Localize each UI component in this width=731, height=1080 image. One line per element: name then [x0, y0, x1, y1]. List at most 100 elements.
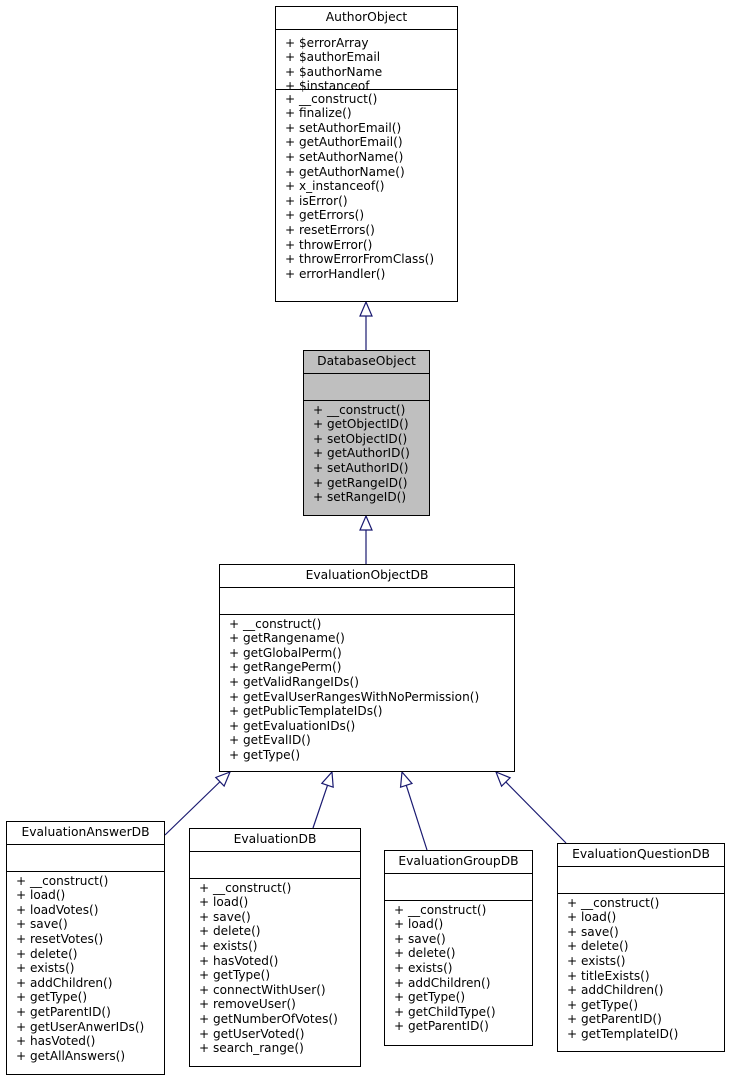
method: + getType() [16, 990, 88, 1005]
class-author-object[interactable]: AuthorObject + $errorArray + $authorEmai… [275, 6, 458, 302]
methods-section: + __construct() + load() + save() + dele… [558, 892, 724, 1046]
method: + setAuthorEmail() [285, 120, 402, 135]
method: + getEvaluationIDs() [229, 718, 356, 733]
method: + errorHandler() [285, 266, 386, 281]
class-evaluation-db[interactable]: EvaluationDB + __construct() + load() + … [189, 828, 361, 1067]
inheritance-arrowhead-icon [359, 300, 373, 317]
attribute: + $authorName [285, 64, 383, 79]
class-database-object[interactable]: DatabaseObject + __construct() + getObje… [303, 350, 430, 516]
method: + getRangename() [229, 631, 345, 646]
class-name: EvaluationDB [233, 832, 317, 846]
method: + exists() [199, 938, 258, 953]
method: + __construct() [394, 902, 487, 917]
methods-section: + __construct() + load() + loadVotes() +… [7, 870, 164, 1068]
method: + load() [16, 888, 66, 903]
method: + exists() [16, 961, 75, 976]
method: + getPublicTemplateIDs() [229, 704, 383, 719]
method: + save() [199, 909, 251, 924]
method: + resetErrors() [285, 222, 375, 237]
method: + getEvalID() [229, 733, 311, 748]
attributes-section [385, 872, 532, 900]
method: + getParentID() [567, 1012, 662, 1027]
inheritance-arrowhead-icon [494, 770, 512, 788]
method: + __construct() [199, 880, 292, 895]
method: + save() [394, 931, 446, 946]
methods-section: + __construct() + getObjectID() + setObj… [304, 399, 429, 509]
attribute: + $instanceof [285, 79, 370, 94]
method: + getGlobalPerm() [229, 645, 342, 660]
attributes-section [304, 372, 429, 400]
method: + getValidRangeIDs() [229, 674, 359, 689]
method: + getChildType() [394, 1004, 496, 1019]
class-evaluation-group-db[interactable]: EvaluationGroupDB + __construct() + load… [384, 850, 533, 1046]
method: + exists() [567, 953, 626, 968]
method: + getUserAnwerIDs() [16, 1019, 145, 1034]
method: + load() [394, 917, 444, 932]
method: + getErrors() [285, 208, 365, 223]
method: + getAuthorID() [313, 446, 410, 461]
method: + resetVotes() [16, 931, 104, 946]
method: + setRangeID() [313, 490, 407, 505]
class-name: EvaluationGroupDB [398, 854, 519, 868]
class-name: EvaluationQuestionDB [572, 847, 710, 861]
method: + delete() [199, 924, 261, 939]
method: + addChildren() [567, 983, 664, 998]
method: + getObjectID() [313, 417, 409, 432]
class-name: EvaluationObjectDB [305, 568, 429, 582]
inheritance-arrowhead-icon [359, 514, 373, 531]
method: + getNumberOfVotes() [199, 1011, 338, 1026]
method: + finalize() [285, 106, 352, 121]
attributes-section [190, 850, 360, 878]
method: + __construct() [16, 873, 109, 888]
method: + __construct() [285, 91, 378, 106]
method: + getTemplateID() [567, 1026, 679, 1041]
method: + save() [16, 917, 68, 932]
class-name: EvaluationAnswerDB [21, 825, 150, 839]
methods-section: + __construct() + load() + save() + dele… [385, 899, 532, 1038]
method: + getAuthorEmail() [285, 135, 403, 150]
method: + addChildren() [394, 975, 491, 990]
attribute: + $errorArray [285, 35, 369, 50]
method: + isError() [285, 193, 348, 208]
inheritance-arrowhead-icon [214, 770, 232, 788]
method: + getType() [394, 990, 466, 1005]
class-evaluation-question-db[interactable]: EvaluationQuestionDB + __construct() + l… [557, 843, 725, 1052]
inheritance-line [405, 785, 428, 851]
attributes-section [7, 843, 164, 871]
class-evaluation-object-db[interactable]: EvaluationObjectDB + __construct() + get… [219, 564, 515, 772]
method: + setObjectID() [313, 431, 408, 446]
method: + save() [567, 924, 619, 939]
method: + x_instanceof() [285, 179, 385, 194]
method: + __construct() [313, 402, 406, 417]
method: + setAuthorID() [313, 460, 409, 475]
method: + connectWithUser() [199, 982, 326, 997]
method: + throwErrorFromClass() [285, 252, 435, 267]
method: + throwError() [285, 237, 373, 252]
method: + getAllAnswers() [16, 1048, 126, 1063]
inheritance-line [505, 781, 567, 844]
method: + getEvalUserRangesWithNoPermission() [229, 689, 480, 704]
class-evaluation-answer-db[interactable]: EvaluationAnswerDB + __construct() + loa… [6, 821, 165, 1075]
method: + exists() [394, 960, 453, 975]
method: + getType() [567, 997, 639, 1012]
method: + titleExists() [567, 968, 650, 983]
method: + delete() [16, 946, 78, 961]
method: + search_range() [199, 1041, 304, 1056]
method: + hasVoted() [199, 953, 279, 968]
methods-section: + __construct() + finalize() + setAuthor… [276, 88, 457, 286]
class-name: DatabaseObject [317, 354, 416, 368]
method: + delete() [394, 946, 456, 961]
method: + loadVotes() [16, 902, 99, 917]
inheritance-line [164, 781, 221, 836]
attributes-section: + $errorArray + $authorEmail + $authorNa… [276, 28, 457, 93]
method: + getType() [199, 968, 271, 983]
inheritance-arrowhead-icon [399, 770, 414, 789]
inheritance-line [312, 785, 329, 829]
method: + load() [567, 910, 617, 925]
attributes-section [558, 865, 724, 893]
method: + getType() [229, 747, 301, 762]
attribute: + $authorEmail [285, 50, 381, 65]
method: + __construct() [229, 616, 322, 631]
method: + removeUser() [199, 997, 296, 1012]
method: + hasVoted() [16, 1034, 96, 1049]
